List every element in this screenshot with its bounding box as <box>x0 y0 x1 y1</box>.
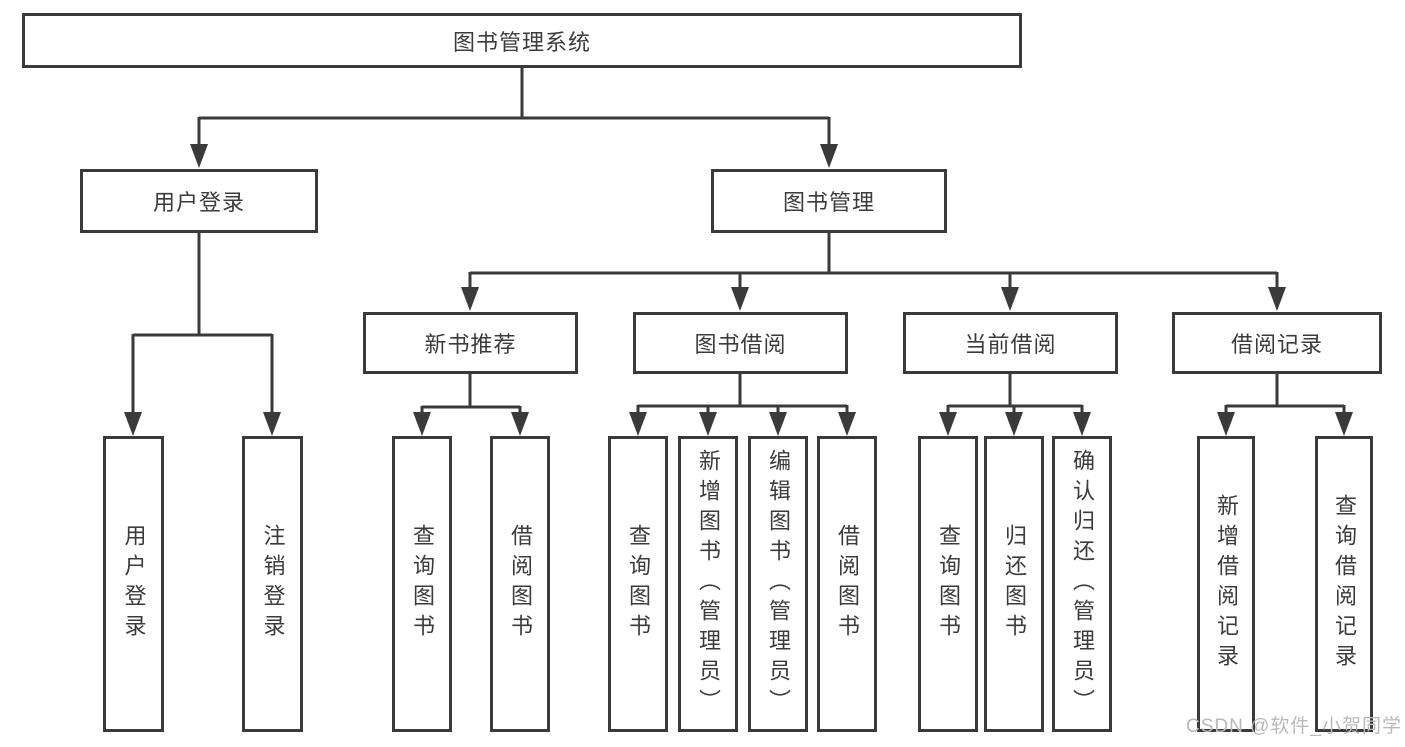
leaf-label: 借阅图书 <box>835 524 860 644</box>
leaf-label: 注销登录 <box>260 524 286 644</box>
connector-current-borrow-to-leaves <box>939 374 1091 436</box>
connector-borrow-records-to-leaves <box>1217 374 1353 436</box>
leaf-label: 归还图书 <box>1002 524 1027 644</box>
arrowhead-icon <box>1005 412 1023 436</box>
leaf-user-login: 用户登录 <box>103 436 164 732</box>
arrowhead-icon <box>461 287 479 311</box>
arrowhead-icon <box>629 412 647 436</box>
leaf-borrow-books-recommend: 借阅图书 <box>490 436 550 732</box>
connector-line <box>197 68 831 146</box>
leaf-label: 确认归还（管理员） <box>1070 449 1095 719</box>
arrowhead-icon <box>124 412 142 436</box>
node-current-borrow: 当前借阅 <box>903 312 1118 374</box>
node-label: 借阅记录 <box>1230 332 1323 357</box>
node-label: 当前借阅 <box>964 332 1057 357</box>
arrowhead-icon <box>820 144 838 168</box>
arrowhead-icon <box>263 412 281 436</box>
leaf-logout: 注销登录 <box>242 436 303 732</box>
node-new-book-recommend: 新书推荐 <box>363 312 578 374</box>
arrowhead-icon <box>1335 412 1353 436</box>
connector-root-to-level2 <box>190 68 838 168</box>
connector-line <box>1224 374 1346 414</box>
leaf-label: 编辑图书（管理员） <box>766 449 791 719</box>
node-label: 新书推荐 <box>424 332 517 357</box>
leaf-add-borrow-record: 新增借阅记录 <box>1197 436 1255 732</box>
arrowhead-icon <box>838 412 856 436</box>
arrowhead-icon <box>1268 287 1286 311</box>
leaf-borrow-books: 借阅图书 <box>817 436 877 732</box>
leaf-add-books-admin: 新增图书（管理员） <box>678 436 738 732</box>
arrowhead-icon <box>413 412 431 436</box>
leaf-label: 新增借阅记录 <box>1214 494 1239 674</box>
arrowhead-icon <box>731 287 749 311</box>
connector-line <box>468 232 1279 289</box>
arrowhead-icon <box>939 412 957 436</box>
leaf-label: 查询图书 <box>410 524 435 644</box>
leaf-query-books-borrow: 查询图书 <box>608 436 668 732</box>
leaf-query-borrow-record: 查询借阅记录 <box>1315 436 1373 732</box>
node-label: 用户登录 <box>152 190 245 215</box>
arrowhead-icon <box>190 144 208 168</box>
leaf-query-books-recommend: 查询图书 <box>392 436 452 732</box>
leaf-label: 查询图书 <box>936 524 961 644</box>
leaf-label: 查询图书 <box>626 524 651 644</box>
arrowhead-icon <box>769 412 787 436</box>
arrowhead-icon <box>699 412 717 436</box>
connector-line <box>636 374 849 414</box>
arrowhead-icon <box>1073 412 1091 436</box>
leaf-return-books: 归还图书 <box>984 436 1044 732</box>
node-label: 图书管理 <box>782 190 875 215</box>
connector-line <box>946 374 1084 414</box>
leaf-edit-books-admin: 编辑图书（管理员） <box>748 436 808 732</box>
csdn-watermark: CSDN @软件_小贺同学 <box>1186 716 1402 737</box>
leaf-label: 借阅图书 <box>508 524 533 644</box>
node-borrow-records: 借阅记录 <box>1172 312 1382 374</box>
arrowhead-icon <box>1217 412 1235 436</box>
leaf-label: 查询借阅记录 <box>1332 494 1357 674</box>
connector-line <box>131 232 274 414</box>
connector-line <box>420 374 522 414</box>
node-user-login: 用户登录 <box>80 169 318 233</box>
arrowhead-icon <box>511 412 529 436</box>
connector-book-management-to-level3 <box>461 232 1286 311</box>
connector-book-borrow-to-leaves <box>629 374 856 436</box>
connector-user-login-to-leaves <box>124 232 281 436</box>
connector-new-book-recommend-to-leaves <box>413 374 529 436</box>
node-label: 图书管理系统 <box>452 29 591 55</box>
leaf-label: 用户登录 <box>121 524 147 644</box>
node-book-borrow: 图书借阅 <box>633 312 848 374</box>
leaf-query-books-current: 查询图书 <box>918 436 978 732</box>
node-book-management: 图书管理 <box>711 169 947 233</box>
node-label: 图书借阅 <box>694 332 787 357</box>
node-library-management-system: 图书管理系统 <box>22 13 1022 68</box>
leaf-label: 新增图书（管理员） <box>696 449 721 719</box>
arrowhead-icon <box>1001 287 1019 311</box>
leaf-confirm-return-admin: 确认归还（管理员） <box>1052 436 1112 732</box>
